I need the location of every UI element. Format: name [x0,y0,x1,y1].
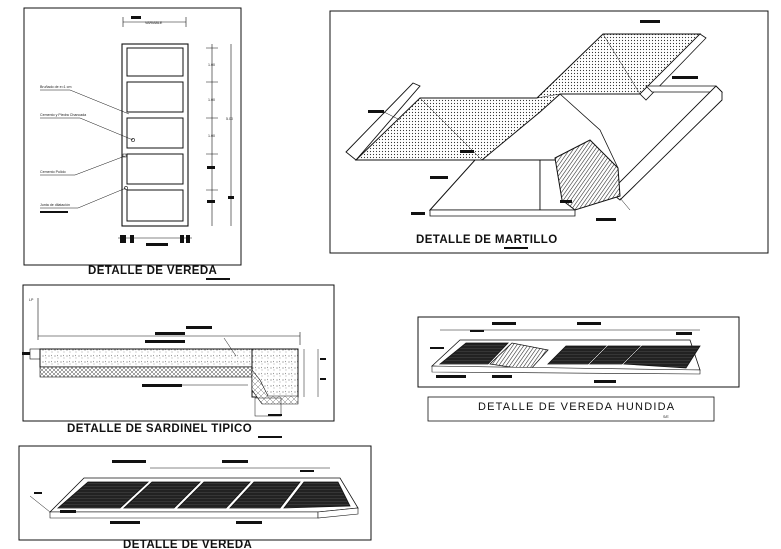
title-vereda-iso: DETALLE DE VEREDA [123,539,252,549]
paver-panel [283,481,351,509]
scale-label: S/E [663,415,669,419]
title-vereda-plan: DETALLE DE VEREDA [88,265,217,277]
slab-outline [121,43,189,227]
panel-frame [329,10,769,254]
panel-frame [417,316,740,388]
paver-panel [438,342,509,365]
title-vereda-hundida: DETALLE DE VEREDA HUNDIDA [478,401,675,413]
slab-panel [126,117,184,149]
paver-panel [56,481,150,509]
slab-panel [126,153,184,185]
dim-label: 1.00 [208,134,215,138]
title-box [427,396,715,422]
paver-panel [589,345,641,365]
title-martillo: DETALLE DE MARTILLO [416,234,558,246]
panel-vereda-iso: DETALLE DE VEREDA [18,445,372,549]
dim-label-total: 5.00 [226,117,233,121]
callout-brunado: Bruñado de e=1 cm [40,85,71,89]
panel-vereda-plan: VARIABLE 1.00 1.00 1.00 5.00 Bruñado de … [23,7,242,280]
marker-lp: LP [29,298,34,302]
callout-junta: Junta de dilatación [40,203,70,207]
panel-sardinel: LP DETALLE DE SARDINEL TIPICO [22,284,335,438]
panel-frame [18,445,372,541]
callout-cemento-pulido: Cemento Pulido [40,170,66,174]
dim-label: 1.00 [208,63,215,67]
paver-panel [229,481,301,509]
slab-panel [126,189,184,222]
width-dimension-label: VARIABLE [145,21,163,25]
panel-vereda-hundida: DETALLE DE VEREDA HUNDIDA S/E [417,316,740,422]
paver-panel [122,481,201,509]
callout-cemento-piedra: Cemento y Piedra Chancada [40,113,86,117]
slab-panel [126,81,184,113]
paver-panel [177,481,251,509]
panel-martillo: DETALLE DE MARTILLO [329,10,769,254]
title-sardinel: DETALLE DE SARDINEL TIPICO [67,423,252,435]
ramp-surface [554,139,621,211]
dim-label: 1.00 [208,98,215,102]
panel-frame [23,7,242,266]
pavement-slab [428,159,541,211]
slab-panel [126,47,184,77]
paver-panel [547,345,607,365]
paver-panel [623,345,701,369]
